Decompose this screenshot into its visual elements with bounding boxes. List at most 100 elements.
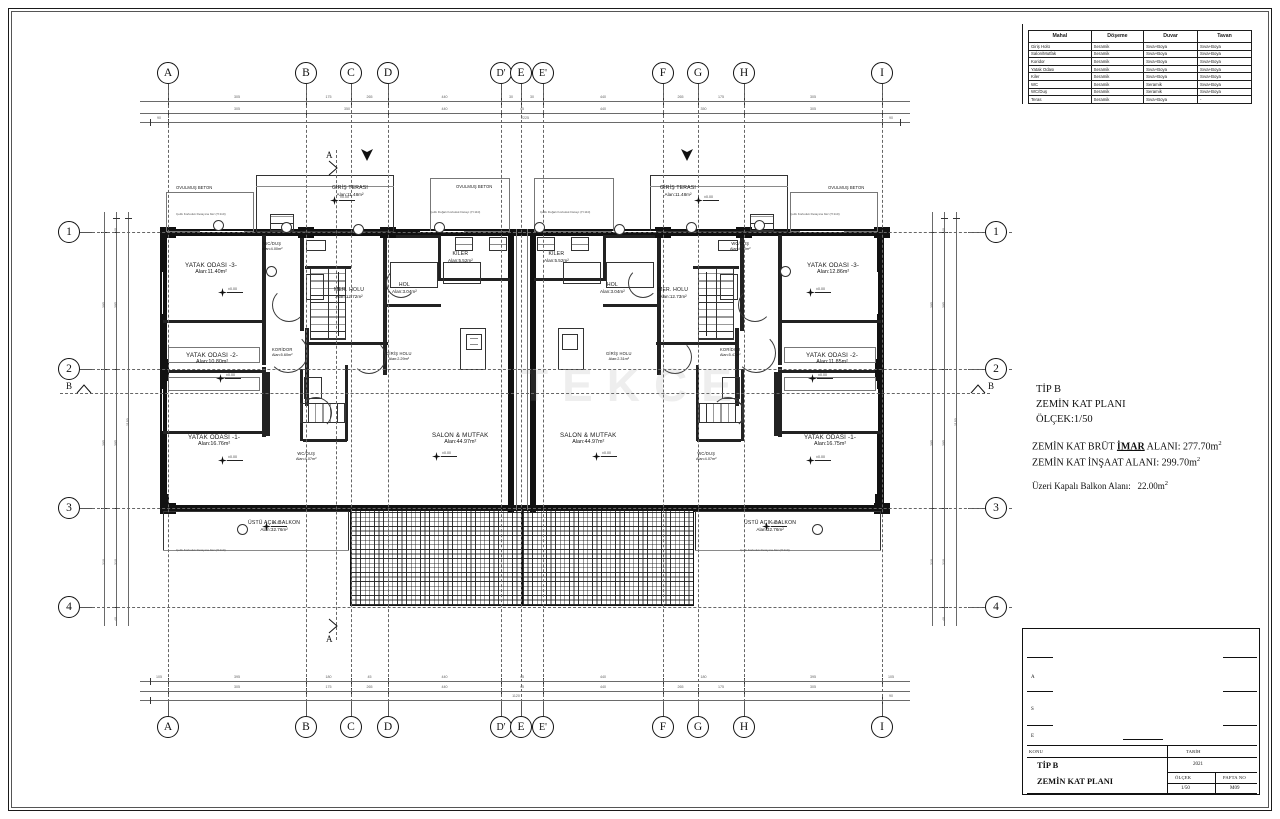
grid-axis-h-1	[92, 232, 1012, 233]
fixture-tag-6[interactable]	[686, 222, 697, 233]
tb-pafta-value: M09	[1230, 786, 1240, 791]
room-label-left-2: YATAK ODASI -1-Alan:16.76m²	[188, 434, 240, 447]
dim-text-left-0-0: 395	[102, 301, 106, 308]
grid-bubble-left-3[interactable]: 3	[58, 497, 80, 519]
fixture-tag-0[interactable]	[213, 220, 224, 231]
grid-bubble-bottom-H[interactable]: H	[733, 716, 755, 738]
grid-bubble-bottom-E'[interactable]: E'	[532, 716, 554, 738]
tb-subject-line1: TİP B	[1037, 761, 1059, 770]
grid-bubble-left-1[interactable]: 1	[58, 221, 80, 243]
dim-text-right-1-3: 310	[942, 558, 946, 565]
room-name: HOL	[398, 282, 410, 288]
grid-bubble-bottom-A[interactable]: A	[157, 716, 179, 738]
room-area: Alan:3.04m²	[600, 288, 625, 294]
tb-stamp-label-4: E	[1031, 734, 1035, 739]
room-name: YATAK ODASI -2-	[186, 352, 239, 359]
grid-bubble-bottom-C[interactable]: C	[340, 716, 362, 738]
dim-tick-bot-0-0	[150, 677, 151, 685]
grid-bubble-bottom-D[interactable]: D	[377, 716, 399, 738]
grid-axis-v-D'	[501, 90, 502, 702]
grid-bubble-right-3[interactable]: 3	[985, 497, 1007, 519]
fixture-tag-7[interactable]	[754, 220, 765, 231]
grid-bubble-top-G[interactable]: G	[687, 62, 709, 84]
fixture-tag-11[interactable]	[780, 266, 791, 277]
annot-concrete-left: OVULMUŞ BETON	[176, 185, 213, 190]
room-name: SALON & MUTFAK	[560, 432, 617, 439]
fixture-tag-10[interactable]	[266, 266, 277, 277]
table-cell: Salon/Mutfak	[1028, 49, 1092, 59]
room-area: Alan:32.76m²	[756, 526, 784, 532]
fixture-tag-2[interactable]	[353, 224, 364, 235]
wc-basin-right	[718, 240, 738, 251]
tb-sep-top	[1027, 745, 1257, 747]
tb-sep-olcek	[1167, 772, 1257, 773]
int-wall-left-e	[305, 328, 309, 406]
party-gap-line-1	[516, 229, 517, 513]
grid-bubble-top-I[interactable]: I	[871, 62, 893, 84]
table-header-row: Mahal Döşeme Duvar Tavan	[1028, 29, 1252, 44]
tb-tarih-label: TARİH	[1186, 749, 1201, 754]
fixture-tag-4[interactable]	[534, 222, 545, 233]
int-wall-left-q	[163, 370, 263, 373]
grid-bubble-right-2[interactable]: 2	[985, 358, 1007, 380]
dim-text-bot-0-8: 395	[810, 675, 816, 679]
grid-bubble-top-H[interactable]: H	[733, 62, 755, 84]
counter-right-2	[563, 262, 601, 284]
grid-bubble-top-D'[interactable]: D'	[490, 62, 512, 84]
room-label-left-1: YATAK ODASI -2-Alan:10.80m²	[186, 352, 238, 365]
grid-bubble-bottom-E[interactable]: E	[510, 716, 532, 738]
int-wall-left-r	[163, 431, 267, 434]
annot-rail-bot-right: Çelik Korkuluk Detayına bkz (H:110)	[740, 548, 790, 552]
grid-bubble-top-E[interactable]: E	[510, 62, 532, 84]
grid-bubble-bottom-F[interactable]: F	[652, 716, 674, 738]
dim-text-left-1-2: 395	[114, 439, 118, 446]
room-area: Alan:32.76m²	[260, 526, 288, 532]
grid-bubble-bottom-I[interactable]: I	[871, 716, 893, 738]
fixture-tag-3[interactable]	[434, 222, 445, 233]
dim-chain-left-1	[116, 212, 117, 626]
tb-konu-label: KONU	[1029, 749, 1044, 754]
hob-left	[466, 334, 482, 350]
dim-text-bot-1-5: 440	[600, 685, 606, 689]
grid-bubble-top-F[interactable]: F	[652, 62, 674, 84]
col-mahal: Mahal	[1028, 29, 1092, 44]
grid-bubble-bottom-B[interactable]: B	[295, 716, 317, 738]
grid-bubble-left-2[interactable]: 2	[58, 358, 80, 380]
dim-chain-bottom-1	[140, 691, 910, 692]
fixture-tag-1[interactable]	[281, 222, 292, 233]
grid-bubble-right-4[interactable]: 4	[985, 596, 1007, 618]
fixture-tag-9[interactable]	[812, 524, 823, 535]
int-wall-left-j	[438, 278, 510, 281]
room-name: MER. HOLU	[334, 287, 365, 293]
sheet-border-inner	[11, 11, 1269, 808]
stair-arrow-left	[338, 272, 339, 336]
grid-bubble-top-D[interactable]: D	[377, 62, 399, 84]
grid-bubble-bottom-G[interactable]: G	[687, 716, 709, 738]
fixture-tag-8[interactable]	[237, 524, 248, 535]
grid-bubble-top-E'[interactable]: E'	[532, 62, 554, 84]
int-wall-right-p	[781, 320, 881, 323]
room-area: Alan:5.52m²	[448, 257, 473, 263]
door-arc-l2	[268, 333, 308, 373]
grid-bubble-top-C[interactable]: C	[340, 62, 362, 84]
grid-leader-bottom-H	[744, 700, 745, 716]
grid-leader-bottom-E	[521, 700, 522, 716]
grid-bubble-right-1[interactable]: 1	[985, 221, 1007, 243]
tb-pafta-label: PAFTA NO	[1223, 775, 1246, 780]
grid-bubble-bottom-D'[interactable]: D'	[490, 716, 512, 738]
fixture-tag-5[interactable]	[614, 224, 625, 235]
dim-text-top-0-8: 175	[718, 95, 724, 99]
column-l2	[160, 359, 169, 381]
grid-bubble-top-A[interactable]: A	[157, 62, 179, 84]
ext-wall-bottom-left-2	[350, 505, 522, 510]
grid-bubble-left-4[interactable]: 4	[58, 596, 80, 618]
window-right-0	[877, 272, 878, 314]
room-name: ÜSTÜ AÇIK BALKON	[744, 520, 797, 526]
room-name: GİRİŞ HOLU	[606, 351, 632, 356]
dim-text-bot-1-8: 305	[810, 685, 816, 689]
grid-bubble-top-B[interactable]: B	[295, 62, 317, 84]
table-cell: Sıva+Boya	[1197, 42, 1252, 51]
